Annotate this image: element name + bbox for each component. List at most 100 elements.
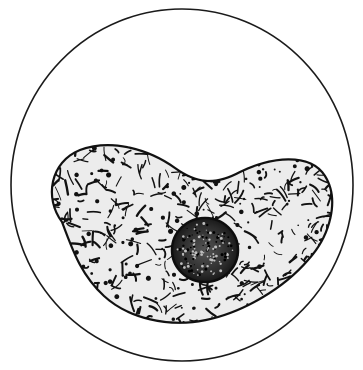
- chromatin-granule: [75, 208, 79, 212]
- chromatin-strand: [123, 164, 127, 165]
- nucleolus-speckle: [207, 242, 210, 245]
- chromatin-strand: [210, 173, 214, 176]
- chromatin-strand: [39, 168, 48, 176]
- chromatin-granule: [215, 287, 218, 290]
- chromatin-strand: [326, 306, 335, 309]
- nucleolus-speckle: [200, 253, 203, 256]
- chromatin-strand: [202, 298, 210, 299]
- chromatin-strand: [274, 314, 282, 317]
- chromatin-granule: [248, 246, 251, 249]
- chromatin-granule: [192, 307, 195, 310]
- nucleolus-speckle: [182, 235, 185, 238]
- chromatin-strand: [206, 153, 218, 162]
- chromatin-granule: [57, 253, 62, 258]
- chromatin-granule: [49, 288, 54, 293]
- nucleolus-speckle: [204, 268, 207, 271]
- nucleolus: [172, 218, 238, 282]
- nucleolus-speckle: [184, 250, 187, 253]
- nucleolus-speckle: [215, 255, 218, 258]
- chromatin-granule: [307, 309, 312, 314]
- chromatin-strand: [196, 325, 206, 331]
- chromatin-strand: [332, 222, 335, 233]
- chromatin-granule: [252, 314, 256, 318]
- nucleolus-speckle: [194, 252, 195, 253]
- chromatin-strand: [203, 150, 209, 163]
- chromatin-granule: [243, 198, 245, 200]
- chromatin-strand: [261, 330, 267, 332]
- nucleolus-speckle: [210, 270, 212, 272]
- chromatin-strand: [324, 285, 326, 298]
- nucleolus-speckle: [213, 259, 215, 261]
- nucleolus-speckle: [219, 269, 222, 272]
- chromatin-strand: [69, 253, 73, 257]
- chromatin-strand: [148, 328, 160, 337]
- chromatin-strand: [82, 287, 89, 292]
- chromatin-granule: [48, 307, 50, 309]
- chromatin-strand: [100, 317, 104, 319]
- nucleolus-speckle: [187, 228, 188, 229]
- nucleolus-speckle: [194, 248, 196, 250]
- chromatin-granule: [74, 192, 78, 196]
- nucleolus-speckle: [224, 255, 227, 258]
- chromatin-granule: [172, 191, 177, 196]
- chromatin-granule: [179, 193, 181, 195]
- chromatin-granule: [332, 228, 334, 230]
- chromatin-strand: [209, 162, 217, 172]
- chromatin-strand: [145, 146, 155, 148]
- chromatin-strand: [48, 221, 54, 223]
- chromatin-strand: [223, 153, 229, 160]
- nucleolus-speckle: [220, 237, 223, 240]
- chromatin-granule: [90, 272, 93, 275]
- nucleolus-speckle: [207, 247, 209, 249]
- chromatin-strand: [69, 330, 71, 343]
- chromatin-strand: [321, 151, 326, 164]
- chromatin-granule: [221, 141, 224, 144]
- chromatin-strand: [139, 307, 141, 314]
- chromatin-strand: [57, 317, 62, 319]
- chromatin-granule: [168, 229, 173, 234]
- nucleolus-speckle: [180, 262, 183, 265]
- nucleolus-speckle: [182, 247, 184, 249]
- chromatin-granule: [240, 298, 243, 301]
- chromatin-strand: [302, 204, 312, 205]
- nucleolus-speckle: [192, 234, 193, 235]
- chromatin-strand: [331, 235, 333, 239]
- chromatin-strand: [83, 219, 88, 220]
- chromatin-strand: [46, 318, 57, 324]
- chromatin-granule: [193, 147, 195, 149]
- chromatin-strand: [169, 146, 173, 155]
- chromatin-strand: [265, 193, 272, 194]
- chromatin-strand: [50, 144, 52, 148]
- chromatin-granule: [266, 283, 268, 285]
- nucleolus-speckle: [194, 228, 196, 230]
- nucleolus-speckle: [183, 266, 186, 269]
- chromatin-strand: [281, 290, 285, 294]
- nucleolus-speckle: [187, 265, 190, 268]
- nucleolus-speckle: [224, 236, 225, 237]
- chromatin-granule: [315, 309, 320, 314]
- nucleolus-speckle: [224, 241, 225, 242]
- chromatin-strand: [247, 147, 258, 151]
- chromatin-granule: [109, 268, 112, 271]
- chromatin-granule: [262, 168, 264, 170]
- chromatin-granule: [125, 263, 128, 266]
- nucleolus-speckle: [196, 224, 198, 226]
- chromatin-strand: [272, 318, 279, 324]
- chromatin-granule: [226, 299, 228, 301]
- nucleolus-speckle: [192, 254, 194, 256]
- nucleolus-speckle: [209, 232, 212, 235]
- chromatin-granule: [321, 245, 324, 248]
- chromatin-granule: [177, 287, 180, 290]
- chromatin-strand: [313, 301, 319, 302]
- chromatin-granule: [90, 172, 93, 175]
- chromatin-granule: [297, 224, 299, 226]
- nucleolus-speckle: [220, 263, 222, 265]
- chromatin-granule: [161, 216, 165, 220]
- chromatin-strand: [93, 231, 94, 245]
- chromatin-strand: [45, 140, 57, 143]
- nucleolus-speckle: [188, 235, 190, 237]
- chromatin-strand: [274, 305, 278, 309]
- chromatin-granule: [263, 262, 265, 264]
- chromatin-strand: [51, 326, 60, 336]
- chromatin-granule: [291, 324, 295, 328]
